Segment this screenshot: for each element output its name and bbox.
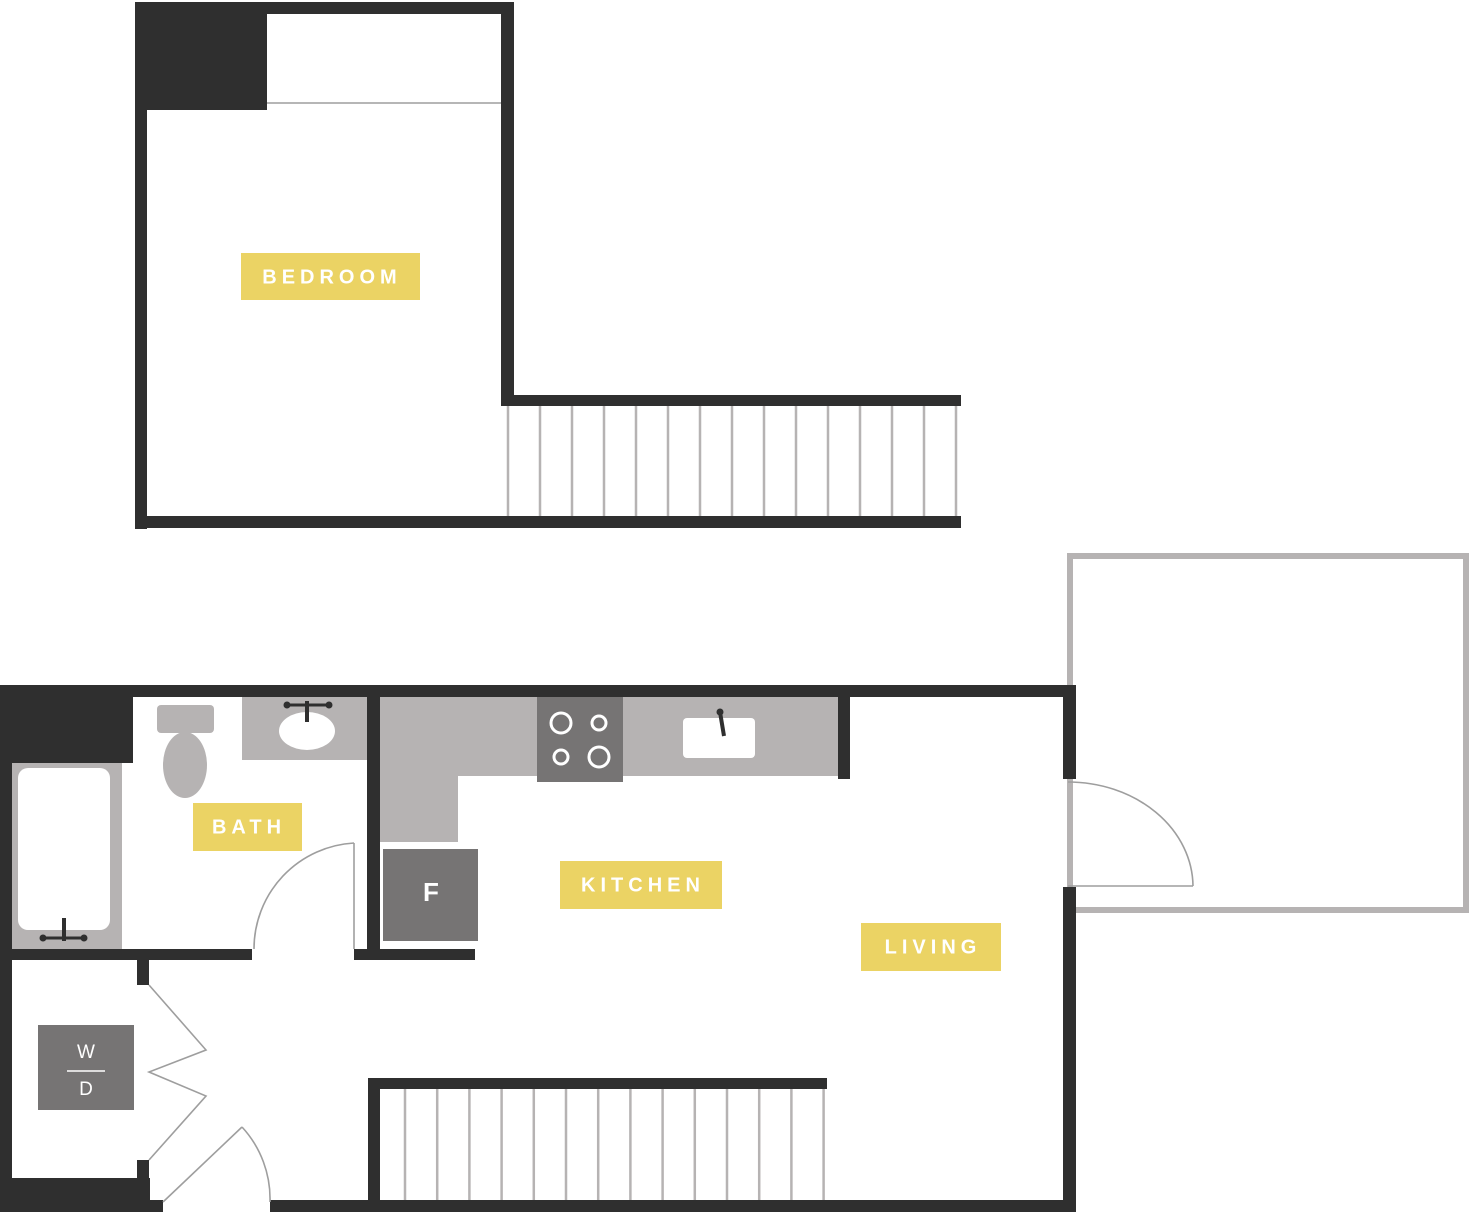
laundry-bottom-block [0,1178,150,1212]
bedroom-label: BEDROOM [241,253,420,300]
door-swings [146,781,1194,1203]
faucet-icon [39,701,726,942]
cooktop [537,697,623,782]
laundry-jamb-lower [137,1160,149,1200]
bath-closet-block [0,685,133,763]
kitchen-counter-side [380,697,458,842]
loft-wall-left [135,2,147,529]
bathtub-basin [18,768,110,930]
living-label: LIVING [861,923,1001,971]
counter-end-wall [838,685,850,779]
fridge: F [383,849,478,941]
main-staircase [403,1089,825,1200]
loft-wall-top [135,2,514,14]
bath-kitchen-divider [367,685,380,960]
main-wall-bottom-entry [137,1200,163,1212]
main-level: F W D [0,685,1194,1212]
main-wall-bottom [270,1200,1076,1212]
svg-text:D: D [79,1079,93,1100]
balcony-outline [1067,553,1469,913]
main-wall-right-upper [1063,685,1076,779]
stair-rail-top [368,1078,827,1089]
loft-staircase [506,406,958,516]
kitchen-label: KITCHEN [560,861,722,909]
laundry-jamb-upper [137,960,149,985]
stair-rail-left [368,1078,380,1212]
kitchen-wall-bottom [354,949,475,960]
loft-closet [135,2,267,110]
bath-sink-icon [279,712,335,750]
svg-text:LIVING: LIVING [885,936,982,958]
kitchen-sink-icon [683,718,755,758]
bath-wall-bottom [0,949,252,960]
loft-railing [501,395,961,406]
loft-wall-bottom [135,516,961,528]
svg-text:KITCHEN: KITCHEN [581,874,705,896]
main-wall-left [0,685,12,1212]
bath-label: BATH [193,803,302,851]
washer-dryer: W D [38,1025,134,1110]
svg-text:W: W [77,1042,95,1063]
toilet-tank [157,705,214,733]
main-wall-right-lower [1063,887,1076,1212]
loft-level: BEDROOM [135,2,961,529]
toilet-bowl [163,732,207,798]
loft-wall-right [501,2,514,406]
svg-text:F: F [423,877,439,907]
svg-text:BEDROOM: BEDROOM [262,266,401,288]
main-wall-top [0,685,1075,697]
svg-text:BATH: BATH [212,816,286,838]
